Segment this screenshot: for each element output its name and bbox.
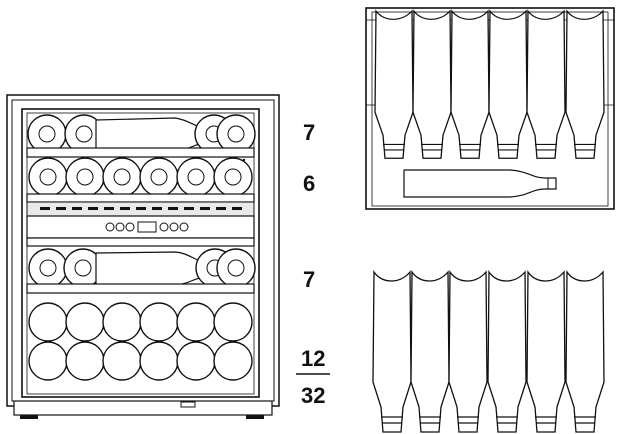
control-panel-buttons xyxy=(105,221,189,233)
shelf-3-count: 7 xyxy=(303,267,315,292)
cabinet-front-view xyxy=(6,94,280,419)
total-count: 32 xyxy=(301,383,325,408)
bottom-count: 12 xyxy=(301,346,325,371)
top-shelf-view xyxy=(365,7,615,210)
bottom-bottle-row xyxy=(372,271,605,433)
shelf-1-count: 7 xyxy=(303,120,315,145)
shelf-counts: 7 6 7 12 32 xyxy=(296,120,330,408)
shelf-2-count: 6 xyxy=(303,171,315,196)
